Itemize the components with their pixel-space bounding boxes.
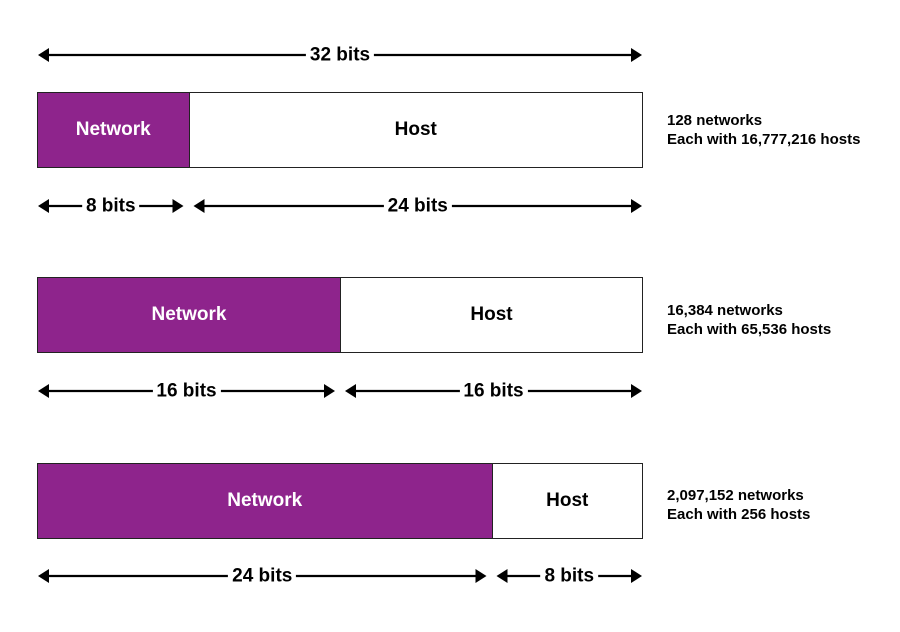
network-segment: Network bbox=[38, 93, 190, 167]
network-bits-label: 16 bits bbox=[152, 381, 221, 401]
host-segment: Host bbox=[492, 464, 642, 538]
host-segment: Host bbox=[189, 93, 642, 167]
host-bits-label: 24 bits bbox=[383, 196, 452, 216]
address-bar-class-c: Network Host bbox=[37, 463, 643, 539]
address-bar-class-b: Network Host bbox=[37, 277, 643, 353]
network-segment: Network bbox=[38, 464, 493, 538]
host-bits-arrow-left-head bbox=[496, 569, 508, 583]
network-bits-label: 8 bits bbox=[81, 196, 140, 216]
network-bits-arrow-right-head bbox=[475, 569, 487, 583]
host-bits-label: 8 bits bbox=[540, 566, 599, 586]
class-a-info: 128 networks Each with 16,777,216 hosts bbox=[667, 111, 860, 149]
total-bits-arrow-left-head bbox=[38, 48, 49, 62]
class-c-info: 2,097,152 networks Each with 256 hosts bbox=[667, 486, 810, 524]
host-bits-arrow-right-head bbox=[631, 384, 642, 398]
hosts-count: Each with 65,536 hosts bbox=[667, 321, 832, 338]
host-bits-arrow-right-head bbox=[631, 569, 642, 583]
network-segment: Network bbox=[38, 278, 341, 352]
hosts-count: Each with 16,777,216 hosts bbox=[667, 131, 861, 148]
address-bar-class-a: Network Host bbox=[37, 92, 643, 168]
network-bits-arrow-left-head bbox=[38, 199, 49, 213]
total-bits-arrow-right-head bbox=[631, 48, 642, 62]
host-bits-arrow-right-head bbox=[631, 199, 642, 213]
hosts-count: Each with 256 hosts bbox=[667, 506, 811, 523]
network-bits-arrow-left-head bbox=[38, 569, 49, 583]
network-bits-arrow-right-head bbox=[324, 384, 335, 398]
network-bits-arrow-right-head bbox=[172, 199, 184, 213]
networks-count: 16,384 networks bbox=[667, 302, 783, 319]
class-b-info: 16,384 networks Each with 65,536 hosts bbox=[667, 301, 831, 339]
total-bits-label: 32 bits bbox=[305, 45, 375, 65]
network-bits-label: 24 bits bbox=[228, 566, 297, 586]
host-bits-label: 16 bits bbox=[459, 381, 528, 401]
networks-count: 2,097,152 networks bbox=[667, 487, 804, 504]
host-segment: Host bbox=[341, 278, 642, 352]
network-bits-arrow-left-head bbox=[38, 384, 49, 398]
networks-count: 128 networks bbox=[667, 112, 763, 129]
host-bits-arrow-left-head bbox=[193, 199, 205, 213]
host-bits-arrow-left-head bbox=[345, 384, 356, 398]
